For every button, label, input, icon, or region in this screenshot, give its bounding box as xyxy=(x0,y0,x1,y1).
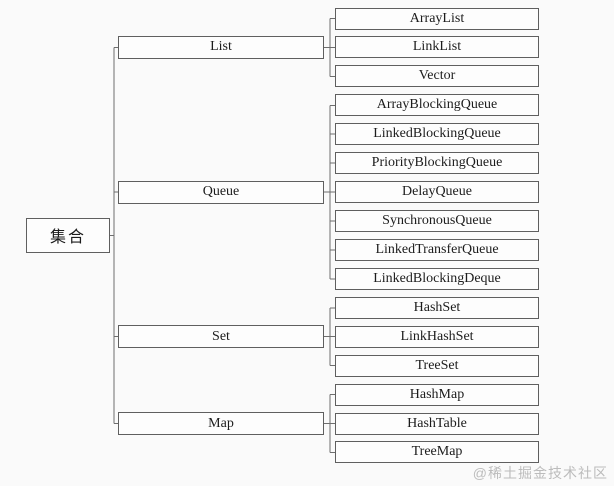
leaf-node-hashtable: HashTable xyxy=(335,412,539,435)
leaf-node-synchronousqueue: SynchronousQueue xyxy=(335,210,539,232)
leaf-node-arrayblockingqueue: ArrayBlockingQueue xyxy=(335,94,539,117)
group-node-queue: Queue xyxy=(118,180,324,204)
leaf-node-hashmap: HashMap xyxy=(335,383,539,406)
group-node-list: List xyxy=(118,35,324,59)
leaf-node-treemap: TreeMap xyxy=(335,441,539,464)
root-node-collection: 集合 xyxy=(26,217,110,253)
leaf-node-linkhashset: LinkHashSet xyxy=(335,325,539,348)
leaf-node-linkedblockingdeque: LinkedBlockingDeque xyxy=(335,267,539,290)
leaf-node-arraylist: ArrayList xyxy=(335,7,539,30)
leaf-node-linkedtransferqueue: LinkedTransferQueue xyxy=(335,238,539,261)
group-node-map: Map xyxy=(118,412,324,436)
watermark: @稀土掘金技术社区 xyxy=(472,465,608,481)
leaf-node-linklist: LinkList xyxy=(335,36,539,59)
leaf-node-linkedblockingqueue: LinkedBlockingQueue xyxy=(335,123,539,146)
group-node-set: Set xyxy=(118,325,324,349)
leaf-node-hashset: HashSet xyxy=(335,296,539,319)
leaf-node-delayqueue: DelayQueue xyxy=(335,181,539,204)
leaf-node-treeset: TreeSet xyxy=(335,354,539,377)
leaf-node-priorityblockingqueue: PriorityBlockingQueue xyxy=(335,152,539,175)
leaf-node-vector: Vector xyxy=(335,65,539,88)
